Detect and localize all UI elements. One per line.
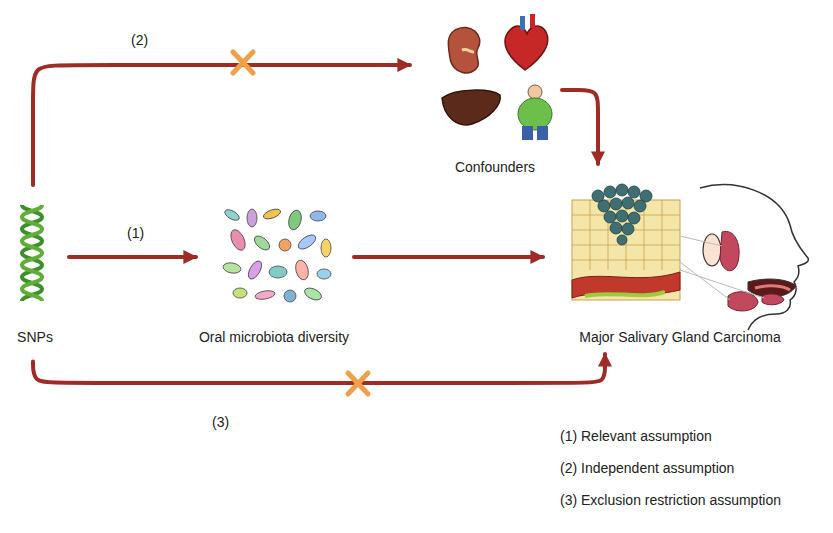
tissue-illustration xyxy=(572,184,680,300)
parotid-gland xyxy=(720,231,739,270)
microbe xyxy=(279,239,291,251)
microbe xyxy=(252,233,272,252)
assumption-note: (3) Exclusion restriction assumption xyxy=(560,492,781,508)
ear xyxy=(703,234,721,266)
nerve-fiber xyxy=(585,292,665,296)
face-illustration xyxy=(680,185,808,330)
causal-arrow xyxy=(33,65,410,185)
dna-strand xyxy=(22,205,42,301)
tumor-cell xyxy=(634,200,646,212)
dna-icon xyxy=(22,205,42,301)
tissue-line xyxy=(590,200,591,270)
microbe xyxy=(228,227,248,252)
leader-line xyxy=(680,270,764,298)
node-label: Oral microbiota diversity xyxy=(199,328,349,346)
illustrated-node: Oral microbiota diversity xyxy=(188,195,360,350)
tissue-background xyxy=(572,200,680,300)
tumor-cell xyxy=(628,186,640,198)
leader-line xyxy=(680,236,722,246)
person-leg xyxy=(537,126,548,140)
cross-stroke xyxy=(348,373,368,394)
tumor-cells xyxy=(592,184,652,245)
microbe xyxy=(233,288,247,298)
tissue-line xyxy=(662,200,663,270)
illustrated-node: SNPs xyxy=(5,195,65,350)
microbe xyxy=(296,232,318,252)
microbe xyxy=(284,290,296,302)
tumor-cell xyxy=(616,184,628,196)
microbe xyxy=(247,209,257,227)
kidney-icon xyxy=(448,28,479,73)
tumor-cell xyxy=(616,210,628,222)
tumor-cell xyxy=(617,235,627,245)
tumor-cell xyxy=(628,212,640,224)
microbiota-icon xyxy=(222,207,331,302)
causal-arrow xyxy=(562,90,598,164)
tumor-cell xyxy=(610,222,622,234)
microbe xyxy=(222,262,241,275)
microbe xyxy=(269,266,287,278)
person-head xyxy=(528,85,542,99)
blood-vessel xyxy=(572,272,680,298)
sublingual-gland xyxy=(762,294,784,305)
node-label: SNPs xyxy=(17,328,53,346)
heart-vessel xyxy=(530,14,535,28)
microbe xyxy=(310,211,326,221)
assumption-note: (2) Independent assumption xyxy=(560,460,734,476)
causal-arrow xyxy=(69,255,196,259)
cross-mark xyxy=(348,373,368,394)
cross-stroke xyxy=(233,52,253,73)
microbe xyxy=(246,259,265,281)
assumption-note: (1) Relevant assumption xyxy=(560,428,712,444)
cross-stroke xyxy=(348,373,368,394)
microbe xyxy=(303,286,324,303)
cross-mark xyxy=(233,52,253,73)
edge-group xyxy=(33,65,605,383)
person-torso xyxy=(518,98,552,130)
heart-vessel xyxy=(520,16,525,30)
microbe xyxy=(294,259,311,281)
microbe xyxy=(287,209,304,231)
microbe xyxy=(254,289,275,300)
tumor-cell xyxy=(622,223,634,235)
microbe xyxy=(317,269,331,279)
path-number: (3) xyxy=(212,414,229,430)
illustrated-node: Confounders xyxy=(420,12,570,180)
liver-icon xyxy=(442,90,500,125)
tumor-cell xyxy=(604,211,616,223)
cross-stroke xyxy=(233,52,253,73)
dna-strand xyxy=(22,205,42,301)
person-leg xyxy=(522,126,533,140)
path-number: (1) xyxy=(127,225,144,241)
heart-icon xyxy=(505,26,548,70)
path-number: (2) xyxy=(131,32,148,48)
node-label: Confounders xyxy=(455,158,535,176)
tissue-grid xyxy=(572,200,680,270)
face-outline xyxy=(700,185,808,330)
leader-line xyxy=(680,262,730,300)
tongue xyxy=(755,286,790,290)
causal-arrow xyxy=(33,354,605,383)
microbe xyxy=(262,207,282,221)
microbe xyxy=(321,239,331,257)
tumor-cell xyxy=(622,197,634,209)
kidney-detail xyxy=(462,49,474,52)
microbe xyxy=(223,208,241,223)
illustrated-node: Major Salivary Gland Carcinoma xyxy=(555,172,805,350)
confounder-icons xyxy=(442,14,552,140)
tumor-cell xyxy=(604,186,616,198)
node-label: Major Salivary Gland Carcinoma xyxy=(579,328,781,346)
tumor-cell xyxy=(598,200,610,212)
tumor-cell xyxy=(610,198,622,210)
causal-arrow xyxy=(354,255,543,259)
